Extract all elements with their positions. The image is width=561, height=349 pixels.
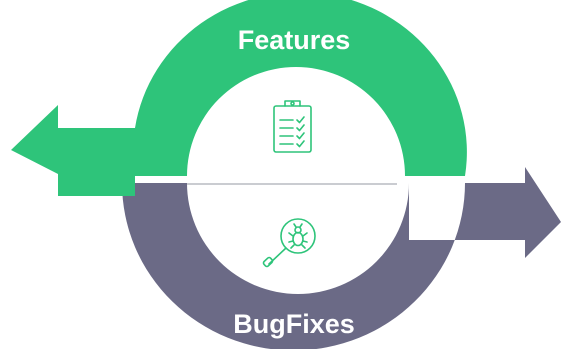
features-arc-shape bbox=[11, 0, 467, 196]
features-arc bbox=[11, 0, 467, 196]
bugfixes-label: BugFixes bbox=[233, 309, 355, 339]
features-label: Features bbox=[238, 25, 351, 55]
bugfixes-arc bbox=[122, 167, 561, 349]
clipboard-checklist-icon bbox=[273, 100, 312, 153]
bug-magnifier-icon bbox=[262, 218, 316, 268]
bugfixes-arc-shape bbox=[122, 167, 561, 349]
